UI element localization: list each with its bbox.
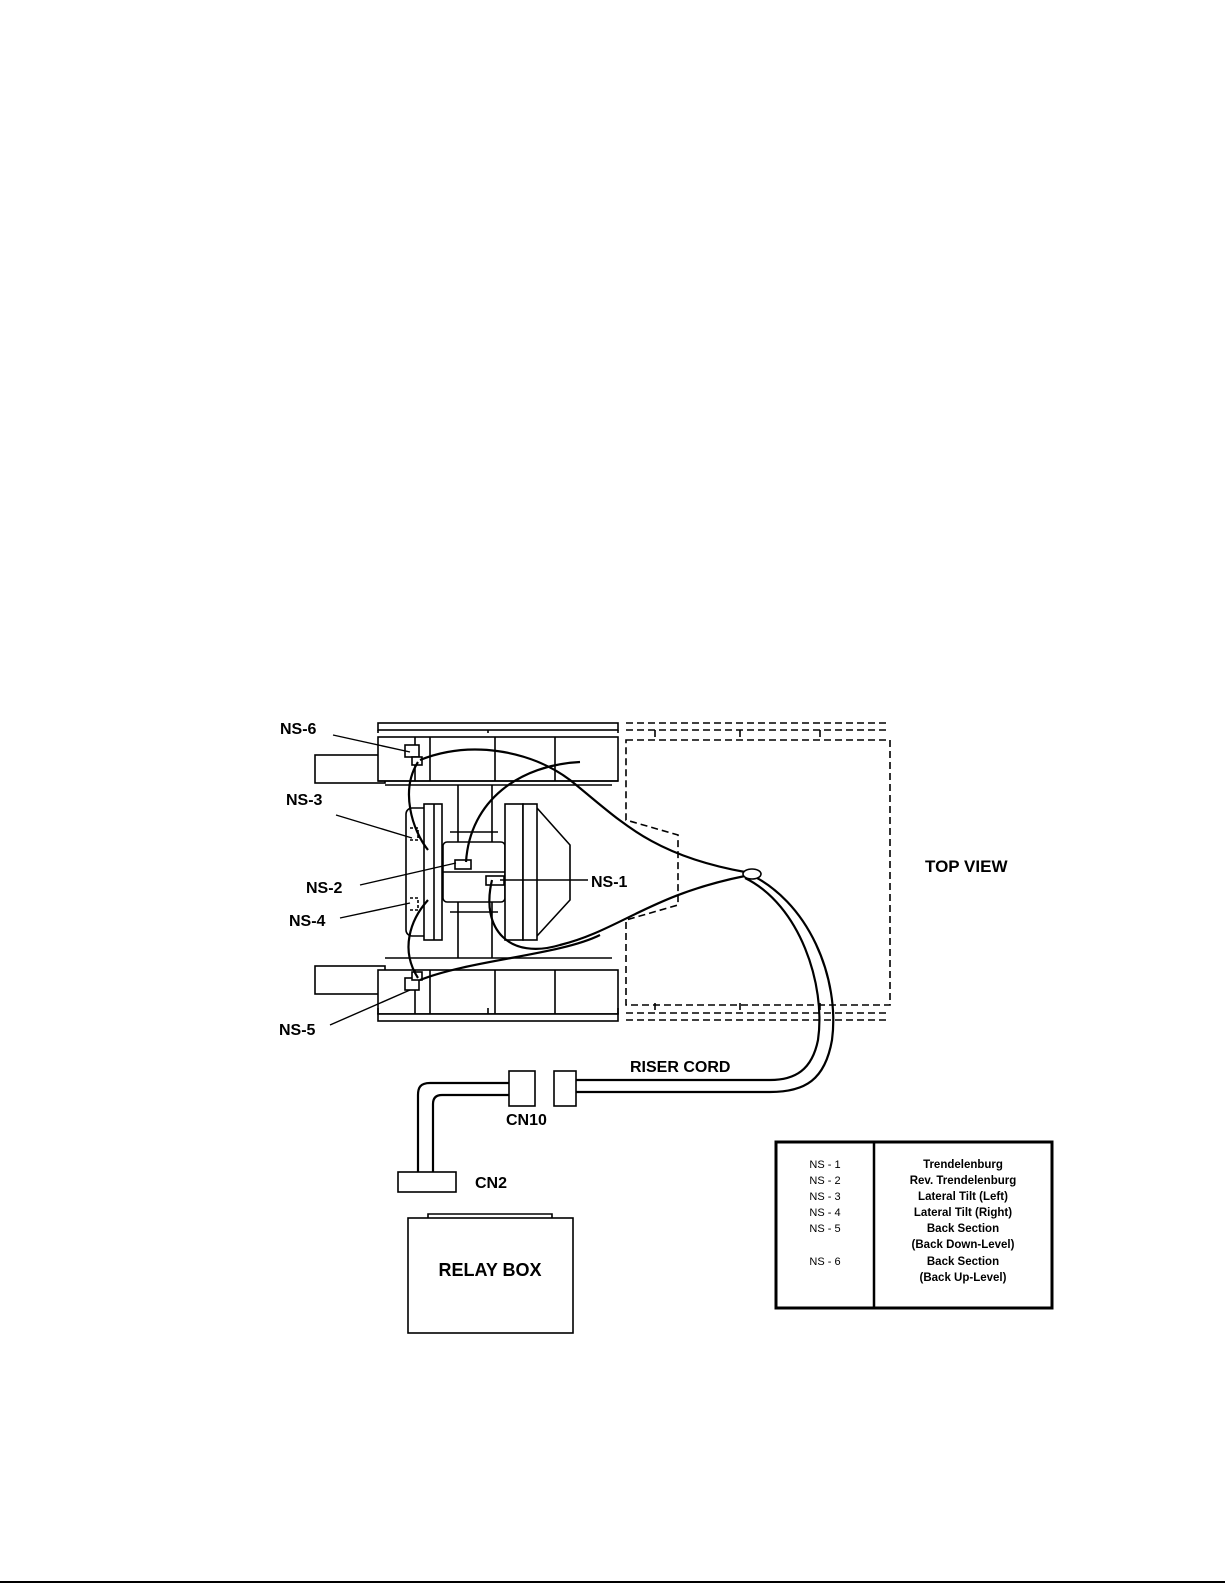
legend-desc: Back Section	[927, 1223, 999, 1235]
legend-desc: Trendelenburg	[923, 1159, 1003, 1171]
cn2-label: CN2	[475, 1175, 507, 1192]
legend-desc: Rev. Trendelenburg	[910, 1175, 1017, 1187]
legend-code: NS - 1	[809, 1159, 840, 1171]
legend-desc: (Back Down-Level)	[912, 1239, 1015, 1251]
page-bottom-rule	[0, 1581, 1225, 1583]
legend-code: NS - 5	[809, 1223, 840, 1235]
legend-desc: Lateral Tilt (Left)	[918, 1191, 1008, 1203]
ns2-label: NS-2	[306, 880, 343, 897]
legend-desc: (Back Up-Level)	[920, 1272, 1007, 1284]
legend-table: NS - 1 NS - 2 NS - 3 NS - 4 NS - 5 NS - …	[776, 1142, 1052, 1308]
ns4-label: NS-4	[289, 913, 326, 930]
top-rail	[315, 723, 618, 785]
riser-cord-label: RISER CORD	[630, 1059, 730, 1076]
relay-box-label: RELAY BOX	[438, 1260, 541, 1280]
legend-code: NS - 3	[809, 1191, 840, 1203]
legend-desc: Back Section	[927, 1256, 999, 1268]
ns6-label: NS-6	[280, 721, 317, 738]
legend-code: NS - 6	[809, 1256, 840, 1268]
column-base	[406, 785, 570, 958]
ns1-label: NS-1	[591, 874, 628, 891]
top-view-label: TOP VIEW	[925, 857, 1008, 876]
ns5-label: NS-5	[279, 1022, 316, 1039]
legend-code: NS - 2	[809, 1175, 840, 1187]
ns3-label: NS-3	[286, 792, 323, 809]
cn10-label: CN10	[506, 1112, 547, 1129]
legend-desc: Lateral Tilt (Right)	[914, 1207, 1012, 1219]
relay-box: RELAY BOX	[408, 1214, 573, 1333]
legend-code: NS - 4	[809, 1207, 840, 1219]
